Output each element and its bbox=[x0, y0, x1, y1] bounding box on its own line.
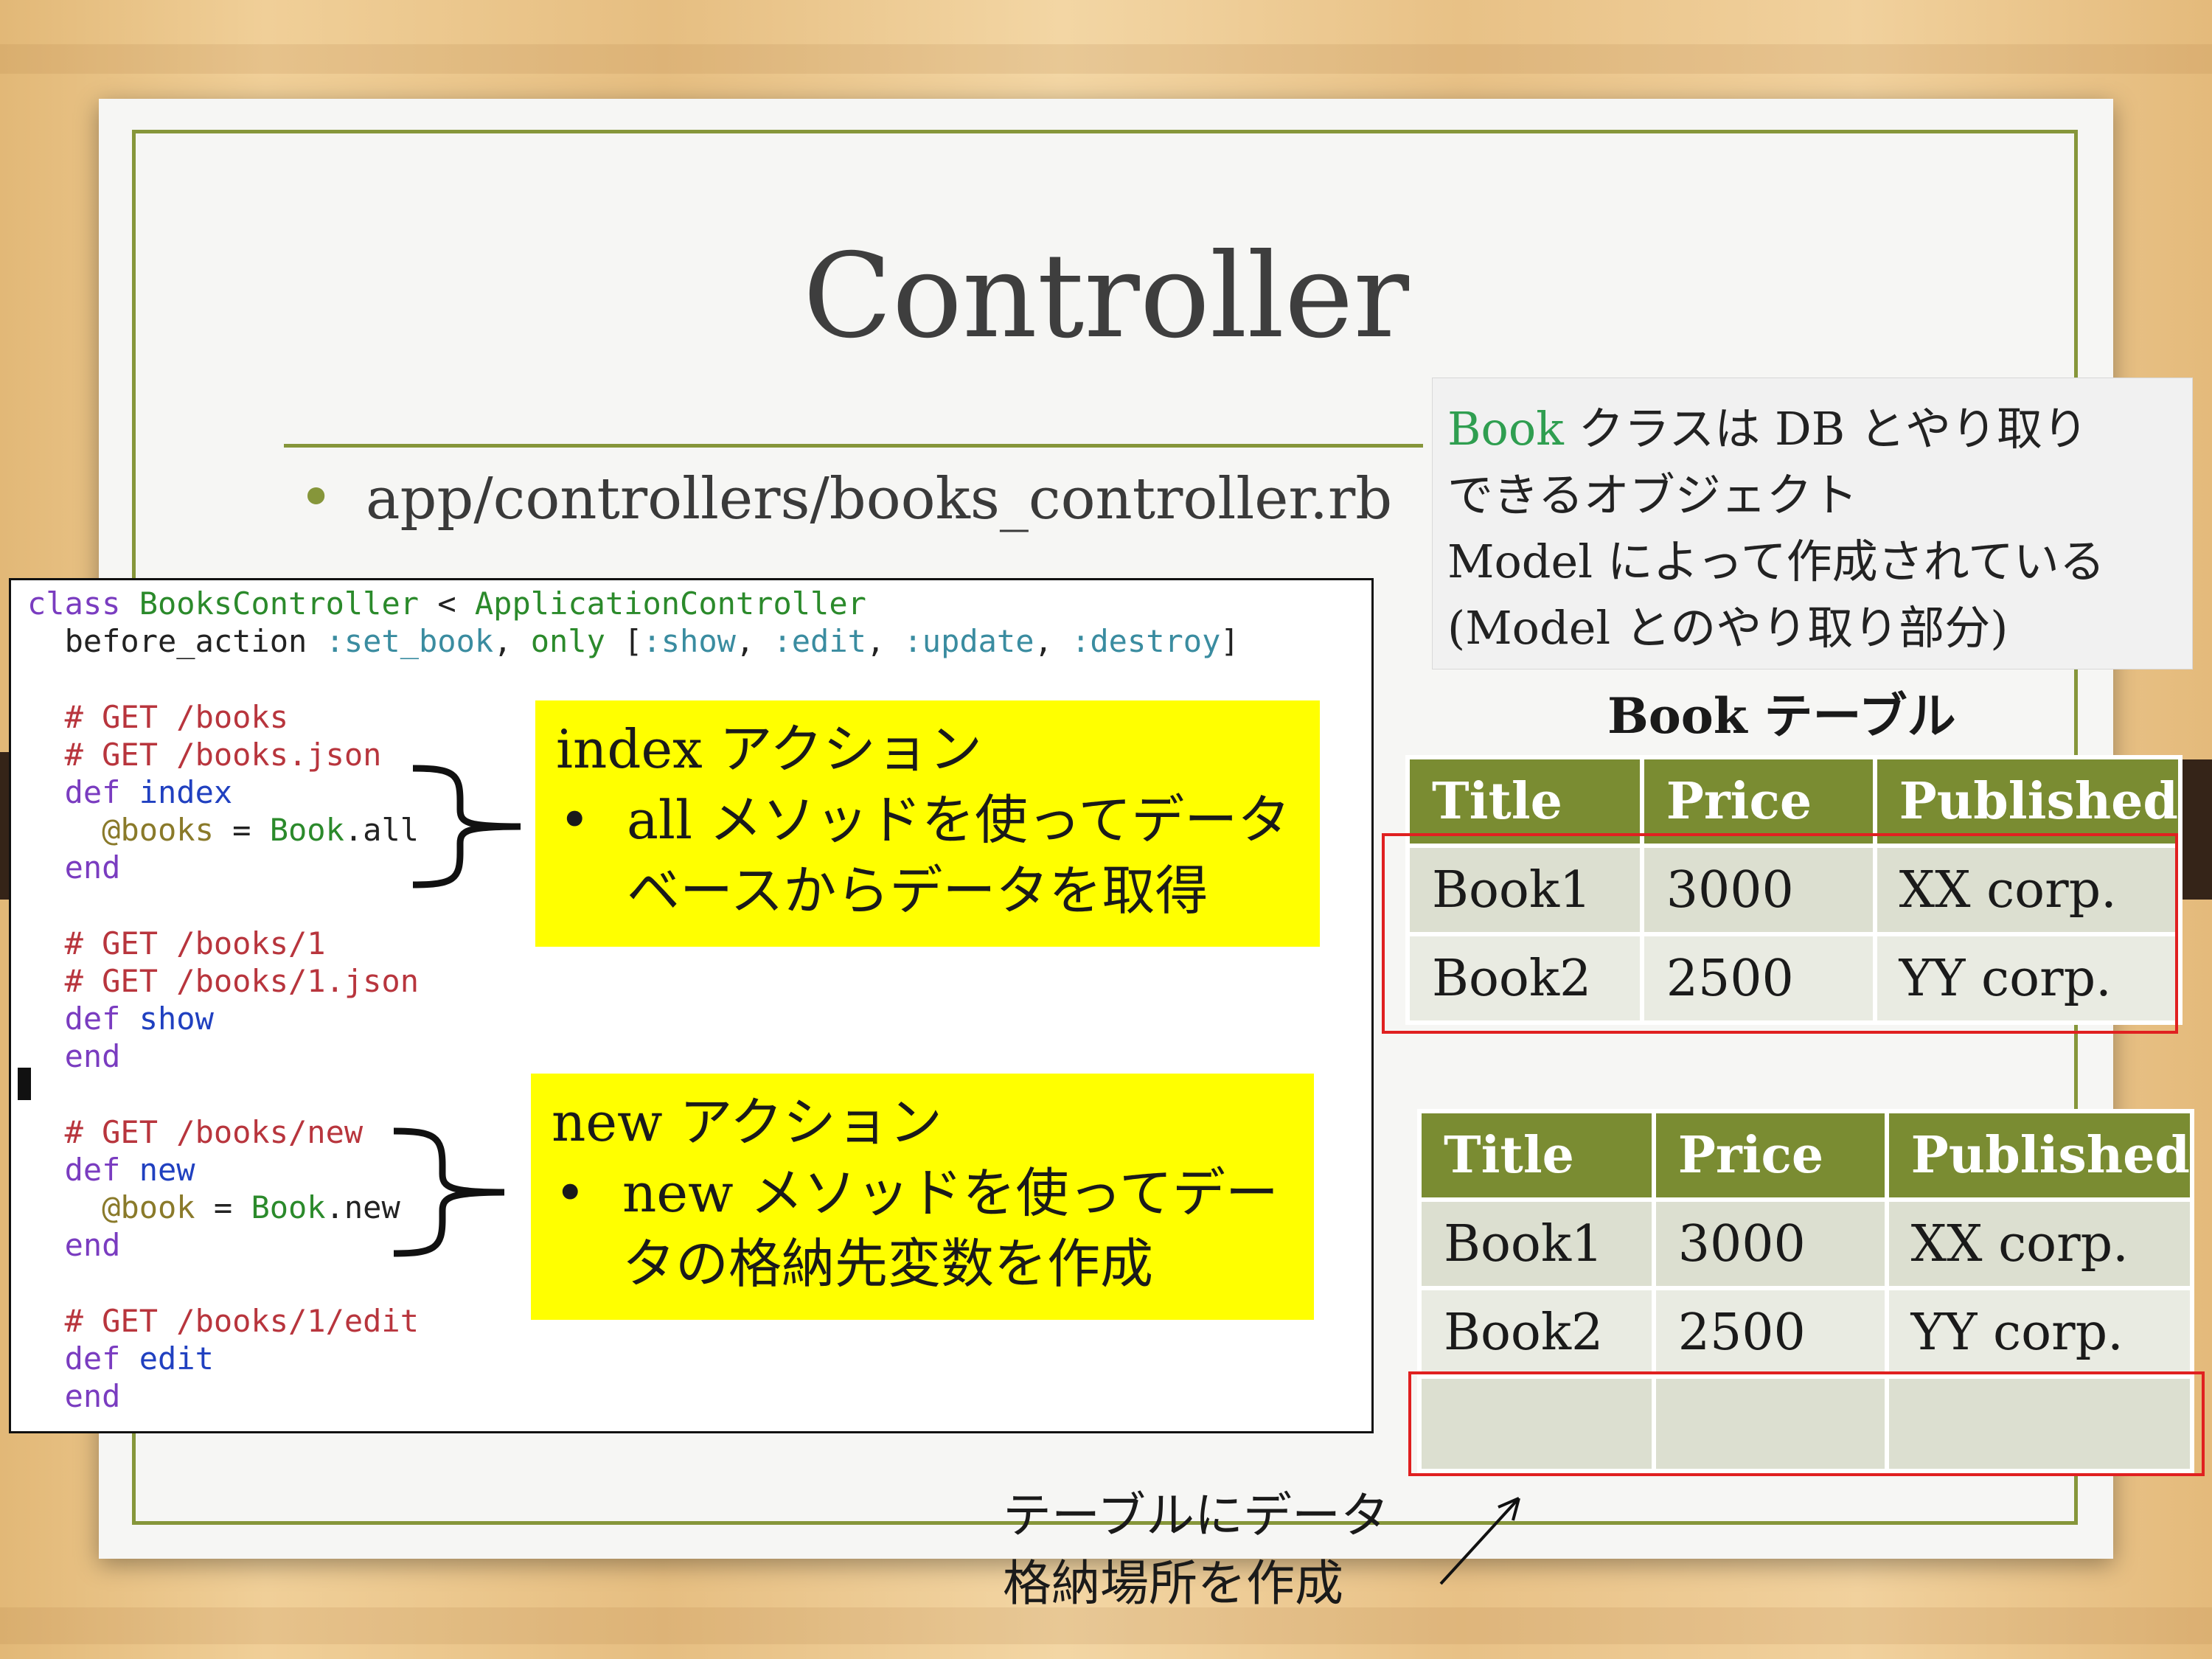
callout-heading: new アクション bbox=[552, 1091, 942, 1153]
wood-grain bbox=[0, 1607, 2212, 1644]
code-line: end bbox=[64, 1227, 121, 1264]
code-line: def new bbox=[64, 1152, 195, 1189]
table-cell: Book2 bbox=[1417, 1286, 1656, 1379]
wood-grain bbox=[0, 44, 2212, 74]
table-cell: Book2 bbox=[1405, 932, 1644, 1025]
table-cell: 2500 bbox=[1639, 932, 1877, 1025]
table-cell bbox=[1884, 1374, 2195, 1473]
code-line: # GET /books/1 bbox=[27, 925, 326, 961]
brace-icon bbox=[393, 1127, 505, 1257]
table-cell: XX corp. bbox=[1872, 844, 2183, 936]
file-path-bullet: app/controllers/books_controller.rb bbox=[366, 466, 1393, 532]
book-class-note: Book クラスは DB とやり取り できるオブジェクト Model によって作… bbox=[1432, 378, 2193, 669]
note-line-1: クラスは DB とやり取り bbox=[1563, 402, 2088, 456]
table-header-row: Title Price Published bbox=[1405, 755, 2183, 848]
code-line: # GET /books/new bbox=[27, 1113, 364, 1150]
table-row: Book1 3000 XX corp. bbox=[1417, 1197, 2195, 1290]
table-row: Book1 3000 XX corp. bbox=[1405, 844, 2183, 936]
table-cell: 3000 bbox=[1639, 844, 1877, 936]
table-cell: Book1 bbox=[1417, 1197, 1656, 1290]
index-action-callout: index アクション all メソッドを使ってデータ ベースからデータを取得 bbox=[535, 700, 1320, 947]
callout-bullet-line: ベースからデータを取得 bbox=[627, 860, 1208, 922]
code-line: end bbox=[64, 1038, 121, 1075]
note-line-3: Model によって作成されている bbox=[1447, 535, 2105, 588]
bottom-note-line: 格納場所を作成 bbox=[1003, 1555, 1343, 1612]
table-cell: YY corp. bbox=[1884, 1286, 2195, 1379]
table-cell bbox=[1651, 1374, 1889, 1473]
code-line: end bbox=[64, 1378, 121, 1415]
text-cursor bbox=[18, 1068, 31, 1100]
wood-dark-band bbox=[2183, 759, 2212, 900]
code-line: @book = Book.new bbox=[102, 1189, 400, 1226]
table-cell: XX corp. bbox=[1884, 1197, 2195, 1290]
code-line: before_action :set_book, only [:show, :e… bbox=[27, 623, 1239, 660]
code-listing: class BooksController < ApplicationContr… bbox=[27, 585, 1239, 1415]
table-row: Book2 2500 YY corp. bbox=[1417, 1286, 2195, 1379]
note-line-4: (Model とのやり取り部分) bbox=[1447, 601, 2008, 655]
code-line: def edit bbox=[64, 1340, 214, 1377]
code-line: # GET /books.json bbox=[27, 736, 382, 773]
callout-heading: index アクション bbox=[556, 718, 982, 780]
column-header: Price bbox=[1651, 1109, 1889, 1202]
table-cell: YY corp. bbox=[1872, 932, 2183, 1025]
code-line: @books = Book.all bbox=[102, 812, 420, 849]
new-action-callout: new アクション new メソッドを使ってデー タの格納先変数を作成 bbox=[531, 1074, 1314, 1320]
code-line: class BooksController < ApplicationContr… bbox=[27, 585, 866, 622]
code-line: # GET /books bbox=[27, 698, 289, 735]
table-cell: 2500 bbox=[1651, 1286, 1889, 1379]
bullet-dot-icon: • bbox=[299, 463, 334, 532]
column-header: Price bbox=[1639, 755, 1877, 848]
table-cell: Book1 bbox=[1405, 844, 1644, 936]
note-accent-text: Book bbox=[1447, 402, 1564, 456]
code-line: def index bbox=[64, 774, 233, 811]
table-header-row: Title Price Published bbox=[1417, 1109, 2195, 1202]
title-rule bbox=[284, 444, 1423, 448]
callout-bullet-line: new メソッドを使ってデー bbox=[552, 1158, 1314, 1228]
code-line: def show bbox=[64, 1001, 214, 1037]
column-header: Title bbox=[1405, 755, 1644, 848]
note-line-2: できるオブジェクト bbox=[1447, 468, 1858, 522]
table-row: Book2 2500 YY corp. bbox=[1405, 932, 2183, 1025]
slide-title: Controller bbox=[802, 229, 1410, 364]
column-header: Title bbox=[1417, 1109, 1656, 1202]
code-line: # GET /books/1.json bbox=[27, 963, 420, 1000]
table-cell bbox=[1417, 1374, 1656, 1473]
callout-bullet-line: all メソッドを使ってデータ bbox=[556, 785, 1320, 855]
bottom-note-line: テーブルにデータ bbox=[1003, 1487, 1390, 1544]
empty-table-row bbox=[1417, 1374, 2195, 1473]
new-record-table: Title Price Published Book1 3000 XX corp… bbox=[1417, 1109, 2195, 1473]
empty-row-highlight bbox=[1408, 1371, 2205, 1476]
brace-icon bbox=[412, 765, 521, 888]
column-header: Published bbox=[1884, 1109, 2195, 1202]
code-line: # GET /books/1/edit bbox=[27, 1302, 420, 1339]
column-header: Published bbox=[1872, 755, 2183, 848]
table-cell: 3000 bbox=[1651, 1197, 1889, 1290]
bottom-note: テーブルにデータ 格納場所を作成 bbox=[1003, 1482, 1389, 1618]
arrow-icon bbox=[1439, 1497, 1520, 1585]
code-line: end bbox=[64, 849, 121, 886]
callout-bullet-line: タの格納先変数を作成 bbox=[622, 1233, 1154, 1295]
data-rows-highlight bbox=[1382, 833, 2178, 1034]
book-table-title: Book テーブル bbox=[1607, 687, 1956, 745]
book-table: Title Price Published Book1 3000 XX corp… bbox=[1405, 755, 2183, 1025]
